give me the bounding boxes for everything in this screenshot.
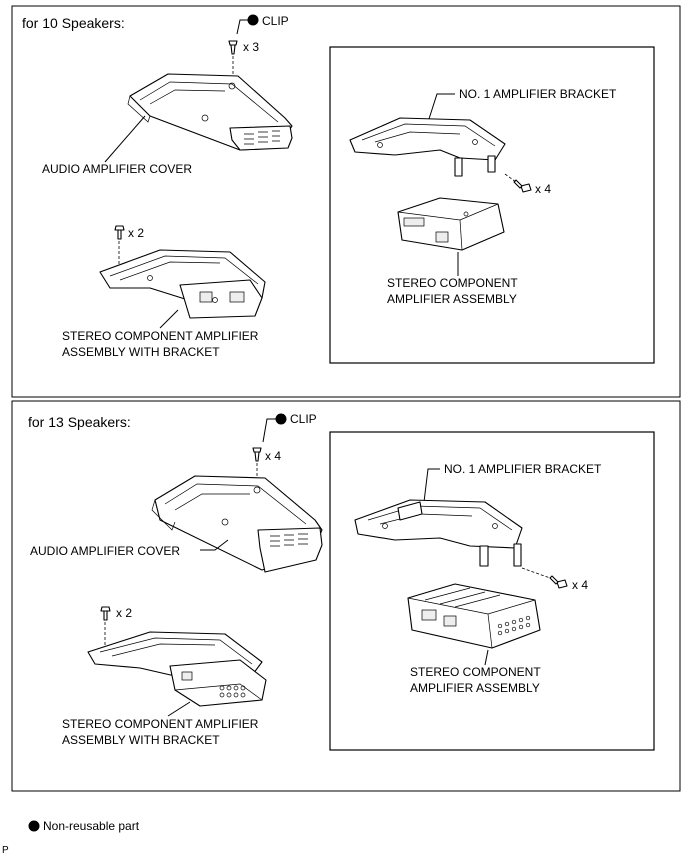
clip-qty: x 4 <box>265 449 281 463</box>
legend-text: Non-reusable part <box>43 819 140 833</box>
bolt-qty-right: x 4 <box>572 578 588 592</box>
non-reusable-mark-icon <box>247 14 259 26</box>
amp-leader <box>484 649 489 666</box>
bolt-qty-right: x 4 <box>535 182 551 196</box>
assembly-leader <box>159 309 179 329</box>
panel-10-speakers: for 10 Speakers: CLIP x 3 AUDIO AMPLIFIE… <box>11 5 681 398</box>
bolt-install-line <box>504 173 517 183</box>
panel-frame <box>11 5 681 398</box>
amplifier-assembly-with-bracket <box>87 631 267 707</box>
bolt-icon <box>513 179 532 193</box>
clip-label: CLIP <box>290 412 317 426</box>
legend: Non-reusable part <box>28 819 140 833</box>
corner-mark: P <box>2 845 9 855</box>
clip-leader <box>236 19 249 35</box>
inset-frame <box>329 46 655 364</box>
clip-qty: x 3 <box>243 40 259 54</box>
no1-amplifier-bracket <box>354 499 523 567</box>
bolt-icon <box>114 225 125 240</box>
bracket-label: NO. 1 AMPLIFIER BRACKET <box>459 87 617 101</box>
amp-label-line2: AMPLIFIER ASSEMBLY <box>387 292 517 306</box>
audio-amplifier-cover <box>151 475 323 573</box>
connector-icon <box>219 685 246 698</box>
bracket-leader <box>427 93 455 123</box>
panel-header: for 10 Speakers: <box>22 15 125 31</box>
panel-13-speakers: for 13 Speakers: CLIP x 4 AUDIO AMPLIFIE… <box>11 400 681 792</box>
assembly-label-line2: ASSEMBLY WITH BRACKET <box>62 345 220 359</box>
cover-label: AUDIO AMPLIFIER COVER <box>42 162 192 176</box>
assembly-label-line2: ASSEMBLY WITH BRACKET <box>62 733 220 747</box>
clip-leader <box>262 418 276 443</box>
audio-amplifier-cover <box>127 73 293 151</box>
assembly-label-line1: STEREO COMPONENT AMPLIFIER <box>62 329 259 343</box>
inset-frame <box>329 431 655 751</box>
amp-label-line2: AMPLIFIER ASSEMBLY <box>410 681 540 695</box>
stereo-component-amplifier <box>397 197 505 251</box>
amplifier-assembly-with-bracket <box>99 249 266 319</box>
bolt-qty-left: x 2 <box>128 226 144 240</box>
bolt-qty-left: x 2 <box>116 606 132 620</box>
no1-amplifier-bracket <box>349 117 506 177</box>
bracket-leader <box>423 468 440 503</box>
non-reusable-mark-icon <box>28 820 40 832</box>
bolt-icon <box>100 606 111 621</box>
assembly-label-line1: STEREO COMPONENT AMPLIFIER <box>62 717 259 731</box>
stereo-component-amplifier <box>407 583 541 649</box>
cover-leader <box>104 115 146 163</box>
cover-label: AUDIO AMPLIFIER COVER <box>30 544 180 558</box>
clip-label: CLIP <box>262 14 289 28</box>
panel-frame <box>11 400 681 792</box>
amp-label-line1: STEREO COMPONENT <box>410 665 541 679</box>
amp-label-line1: STEREO COMPONENT <box>387 276 518 290</box>
bolt-icon <box>549 575 568 589</box>
cover-leader <box>200 539 229 551</box>
assembly-leader <box>167 701 191 717</box>
connector-icon <box>497 615 531 636</box>
clip-icon <box>252 447 262 462</box>
bracket-label: NO. 1 AMPLIFIER BRACKET <box>444 462 602 476</box>
non-reusable-mark-icon <box>275 413 287 425</box>
panel-header: for 13 Speakers: <box>28 414 131 430</box>
clip-icon <box>228 40 238 55</box>
